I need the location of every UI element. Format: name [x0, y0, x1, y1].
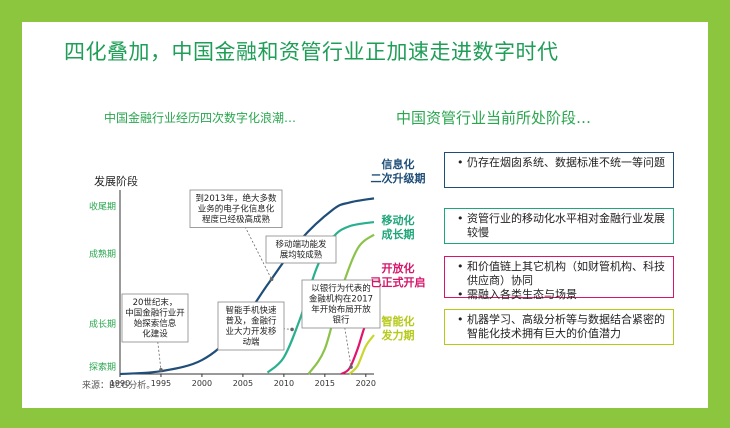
annotation-box [189, 189, 283, 228]
annotation-text: 普及，金融行 [225, 316, 277, 327]
y-category-label: 成熟期 [89, 248, 116, 260]
bullet-text: 资管行业的移动化水平相对金融行业发展较慢 [467, 212, 665, 239]
x-tick-label: 1990 [110, 379, 130, 388]
left-subtitle: 中国金融行业经历四次数字化浪潮… [104, 111, 297, 125]
bullet-text: 和价值链上其它机构（如财管机构、科技供应商）协同 [467, 260, 665, 287]
stage-name: 信息化 [381, 158, 415, 171]
annotation-text: 业务的电子化信息化 [198, 204, 275, 215]
annotation-text: 始探索信息 [134, 318, 177, 329]
annotation-leader [340, 303, 352, 368]
stage-bullet: •需融入各类生态与场景 [457, 288, 667, 302]
x-tick-label: 2015 [315, 379, 335, 388]
annotation-dot [269, 277, 274, 282]
annotation-text: 程度已经极高成熟 [202, 214, 271, 225]
stage-label-1: 移动化成长期 [358, 210, 438, 246]
source-note: 来源：BCG分析。 [82, 381, 156, 391]
annotation-text: 化建设 [142, 329, 168, 340]
stage-label-3: 智能化发力期 [358, 311, 438, 347]
stage-box-1: •资管行业的移动化水平相对金融行业发展较慢 [444, 208, 674, 244]
x-tick-label: 2005 [233, 379, 253, 388]
stage-box-2: •和价值链上其它机构（如财管机构、科技供应商）协同•需融入各类生态与场景 [444, 256, 674, 301]
series-line-4 [348, 334, 375, 375]
stage-status: 二次升级期 [370, 172, 426, 185]
x-tick-label: 2000 [192, 379, 212, 388]
right-subtitle: 中国资管行业当前所处阶段… [396, 109, 592, 127]
annotation-text: 智能手机快速 [225, 305, 277, 316]
annotation-box [121, 293, 189, 343]
y-category-label: 收尾期 [89, 201, 116, 213]
x-tick-label: 2020 [356, 379, 376, 388]
y-category-label: 成长期 [89, 318, 116, 330]
annotation-box [301, 279, 381, 329]
annotation-text: 银行 [332, 315, 350, 326]
annotation-text: 到2013年，绝大多数 [195, 193, 277, 204]
stage-name: 智能化 [381, 315, 415, 328]
annotation-text: 中国金融行业开 [125, 308, 185, 319]
stage-label-0: 信息化二次升级期 [358, 154, 438, 190]
annotation-dot [290, 327, 294, 332]
stage-status: 发力期 [381, 329, 415, 342]
annotation-text: 移动端功能发 [275, 239, 327, 250]
series-line-1 [266, 220, 375, 374]
bullet-text: 需融入各类生态与场景 [467, 288, 577, 301]
bullet-dot-icon: • [457, 156, 464, 169]
bullet-dot-icon: • [457, 288, 464, 301]
bullet-dot-icon: • [457, 260, 464, 273]
annotation-box [217, 301, 285, 351]
stage-name: 移动化 [381, 214, 415, 227]
annotation-box [265, 235, 337, 264]
y-axis-label: 发展阶段 [94, 174, 138, 188]
bullet-dot-icon: • [457, 212, 464, 225]
stage-status: 成长期 [381, 228, 415, 241]
stage-name: 开放化 [381, 262, 415, 275]
annotation-dot [159, 368, 163, 372]
annotation-text: 业大力开发移 [225, 326, 277, 337]
stage-box-3: •机器学习、高级分析等与数据结合紧密的智能化技术拥有巨大的价值潜力 [444, 309, 674, 345]
annotation-text: 金融机构在2017 [309, 294, 373, 305]
annotation-text: 展均较成熟 [280, 250, 323, 261]
bullet-text: 仍存在烟囱系统、数据标准不统一等问题 [467, 156, 665, 169]
bullet-dot-icon: • [457, 313, 464, 326]
bullet-text: 机器学习、高级分析等与数据结合紧密的智能化技术拥有巨大的价值潜力 [467, 313, 665, 340]
stage-bullet: •机器学习、高级分析等与数据结合紧密的智能化技术拥有巨大的价值潜力 [457, 313, 667, 341]
annotation-dot [349, 365, 353, 369]
stage-bullet: •仍存在烟囱系统、数据标准不统一等问题 [457, 156, 667, 170]
annotation-text: 20世纪末， [133, 297, 178, 308]
page-title: 四化叠加，中国金融和资管行业正加速走进数字时代 [64, 40, 559, 64]
slide: 四化叠加，中国金融和资管行业正加速走进数字时代 中国金融行业经历四次数字化浪潮…… [22, 22, 708, 408]
stage-bullet: •资管行业的移动化水平相对金融行业发展较慢 [457, 212, 667, 240]
annotation-text: 以银行为代表的 [311, 283, 371, 294]
x-tick-label: 2010 [274, 379, 294, 388]
stage-box-0: •仍存在烟囱系统、数据标准不统一等问题 [444, 152, 674, 188]
annotation-text: 年开始布局开放 [311, 304, 371, 315]
series-line-0 [119, 197, 375, 376]
y-category-label: 探索期 [89, 361, 116, 373]
stage-status: 已正式开启 [370, 276, 426, 289]
x-tick-label: 1995 [151, 379, 171, 388]
stage-label-2: 开放化已正式开启 [358, 258, 438, 294]
stage-bullet: •和价值链上其它机构（如财管机构、科技供应商）协同 [457, 260, 667, 288]
annotation-text: 动端 [242, 337, 260, 348]
